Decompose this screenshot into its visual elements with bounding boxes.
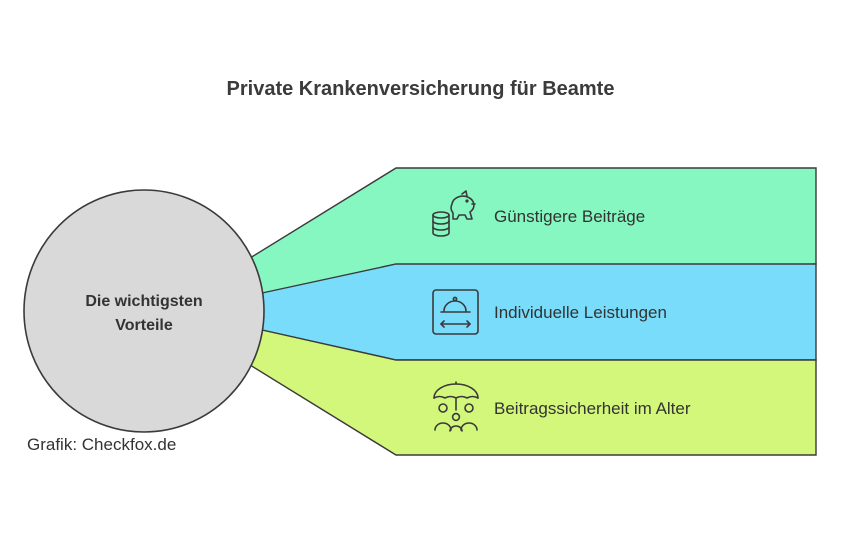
family-umbrella-icon <box>433 381 479 432</box>
center-label-line2: Vorteile <box>115 317 173 334</box>
piggy-bank-coins-icon <box>432 190 476 237</box>
label-beitragssicherheit: Beitragssicherheit im Alter <box>494 399 691 418</box>
diagram-title: Private Krankenversicherung für Beamte <box>226 78 615 100</box>
center-circle <box>23 189 265 433</box>
center-label-line1: Die wichtigsten <box>85 293 202 310</box>
label-individuelle-leistungen: Individuelle Leistungen <box>494 303 667 322</box>
serving-cloche-icon <box>432 289 479 335</box>
label-guenstigere-beitraege: Günstigere Beiträge <box>494 207 645 226</box>
credit-text: Grafik: Checkfox.de <box>27 435 177 454</box>
